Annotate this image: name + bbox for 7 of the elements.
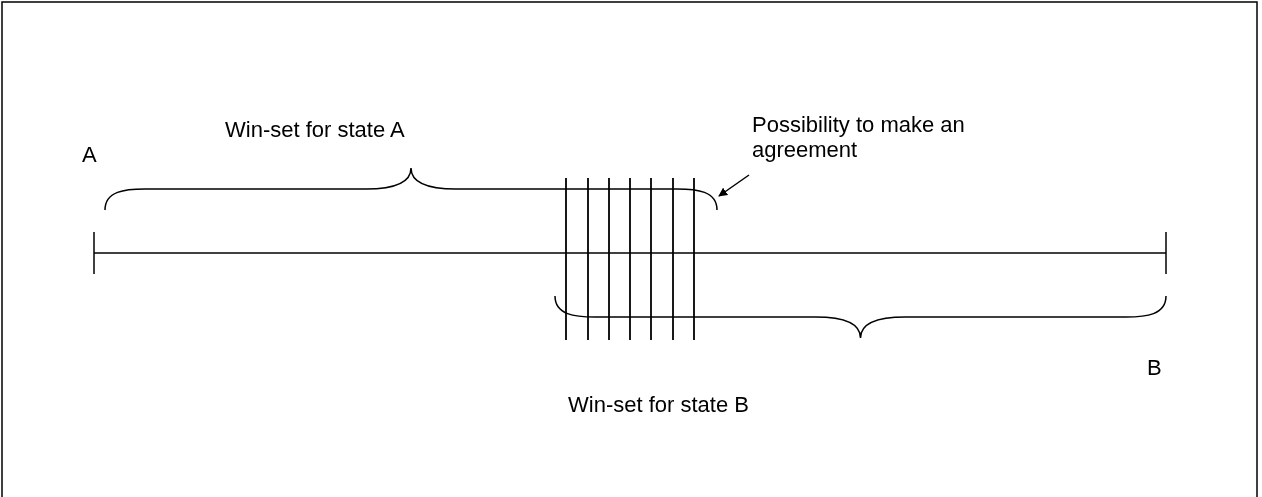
callout-text: Possibility to make an agreement (752, 112, 1022, 162)
leader-arrow (718, 174, 750, 197)
end-label: B (1147, 355, 1162, 380)
brace-label: Win-set for state A (225, 117, 405, 142)
brace (104, 167, 718, 211)
brace-label: Win-set for state B (568, 392, 749, 417)
end-label: A (82, 142, 97, 167)
